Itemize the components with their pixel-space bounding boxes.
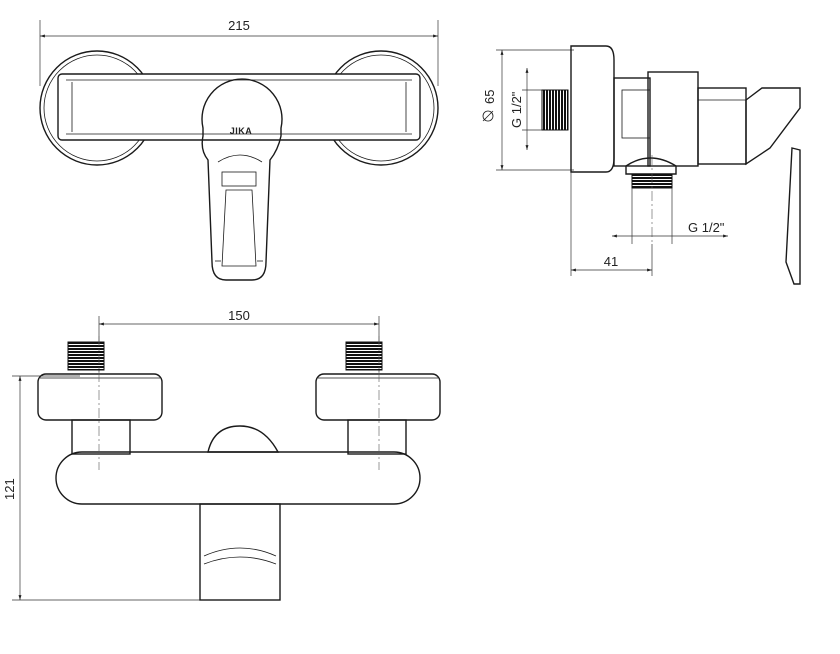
lever-side	[745, 87, 801, 166]
dim-215-label: 215	[228, 18, 250, 33]
left-flange-top	[37, 373, 163, 421]
left-inlet-thread	[67, 341, 105, 371]
front-view: 215 JIKA	[39, 18, 439, 281]
outlet-nut	[625, 157, 677, 175]
right-flange-top	[315, 373, 441, 421]
side-flange	[570, 45, 615, 173]
cartridge-dome	[207, 425, 280, 453]
dim-65-label: 65	[482, 90, 497, 104]
top-lever	[199, 503, 281, 601]
mixer-body	[57, 73, 421, 141]
dim-121-label: 121	[2, 478, 17, 500]
side-body	[647, 71, 699, 167]
inlet-thread	[541, 89, 569, 131]
left-connector	[71, 419, 131, 455]
dim-150-label: 150	[228, 308, 250, 323]
thread-lower-label: G 1/2"	[688, 220, 725, 235]
body-connector	[613, 77, 651, 167]
side-view: 65 G 1/2" G 1/2" 41	[482, 45, 801, 285]
lever-handle	[201, 78, 283, 281]
right-connector	[347, 419, 407, 455]
lever-blade	[785, 147, 801, 285]
top-view: 150 121	[2, 308, 441, 601]
right-inlet-thread	[345, 341, 383, 371]
cartridge-housing	[697, 87, 747, 165]
brand-logo: JIKA	[230, 126, 253, 136]
thread-upper-label: G 1/2"	[509, 91, 524, 128]
diameter-symbol	[482, 110, 494, 122]
top-body	[55, 451, 421, 505]
dim-41-label: 41	[604, 254, 618, 269]
